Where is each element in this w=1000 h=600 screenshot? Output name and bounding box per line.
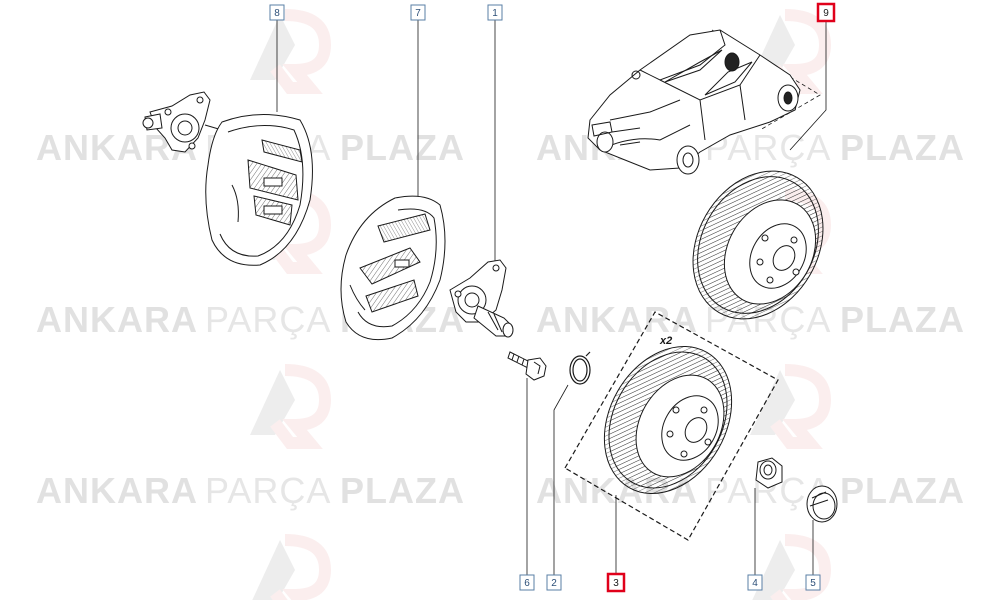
callout-1[interactable]: 1 bbox=[487, 4, 503, 21]
callout-label: 7 bbox=[415, 8, 421, 19]
callout-label: 4 bbox=[752, 578, 758, 589]
part-7-backing-plate[interactable] bbox=[340, 195, 446, 341]
callout-8[interactable]: 8 bbox=[269, 4, 285, 21]
watermark-row: ANKARA PARÇA PLAZA ANKARA PARÇA PLAZA bbox=[36, 299, 965, 340]
watermark-word: ANKARA bbox=[536, 299, 698, 340]
callout-9[interactable]: 9 bbox=[816, 2, 836, 23]
watermark-word: PARÇA bbox=[205, 470, 331, 511]
callout-3[interactable]: 3 bbox=[606, 572, 626, 593]
callout-6[interactable]: 6 bbox=[519, 574, 535, 591]
part-2-circlip[interactable] bbox=[569, 351, 591, 385]
callout-5[interactable]: 5 bbox=[805, 574, 821, 591]
part-8-hub-carrier-and-backing-plate[interactable] bbox=[142, 91, 313, 266]
part-3-brake-disc[interactable] bbox=[564, 311, 779, 541]
watermark-word: PARÇA bbox=[205, 299, 331, 340]
callouts: 8 7 1 9 6 2 3 4 bbox=[269, 2, 836, 593]
watermark-word: ANKARA bbox=[36, 470, 198, 511]
callout-4[interactable]: 4 bbox=[747, 574, 763, 591]
part-1-stub-axle[interactable] bbox=[449, 259, 514, 338]
quantity-multiplier: x2 bbox=[659, 335, 672, 347]
part-6-bolt[interactable] bbox=[507, 351, 547, 381]
part-4-nut[interactable] bbox=[755, 457, 783, 489]
watermark-word: PLAZA bbox=[340, 470, 465, 511]
watermark-word: PLAZA bbox=[840, 127, 965, 168]
watermark-word: PLAZA bbox=[840, 470, 965, 511]
callout-label: 2 bbox=[551, 578, 557, 589]
callout-7[interactable]: 7 bbox=[410, 4, 426, 21]
part-9-brake-disc[interactable] bbox=[667, 147, 849, 342]
callout-label: 9 bbox=[823, 8, 829, 19]
callout-label: 8 bbox=[274, 8, 280, 19]
watermark-word: PLAZA bbox=[340, 127, 465, 168]
watermark-word: PLAZA bbox=[840, 299, 965, 340]
callout-label: 6 bbox=[524, 578, 530, 589]
callout-label: 3 bbox=[613, 578, 619, 589]
watermark-word: ANKARA bbox=[36, 299, 198, 340]
callout-label: 1 bbox=[492, 8, 498, 19]
part-5-hub-cap[interactable] bbox=[806, 485, 838, 523]
vehicle-illustration[interactable] bbox=[587, 29, 801, 175]
callout-label: 5 bbox=[810, 578, 816, 589]
callout-2[interactable]: 2 bbox=[546, 574, 562, 591]
